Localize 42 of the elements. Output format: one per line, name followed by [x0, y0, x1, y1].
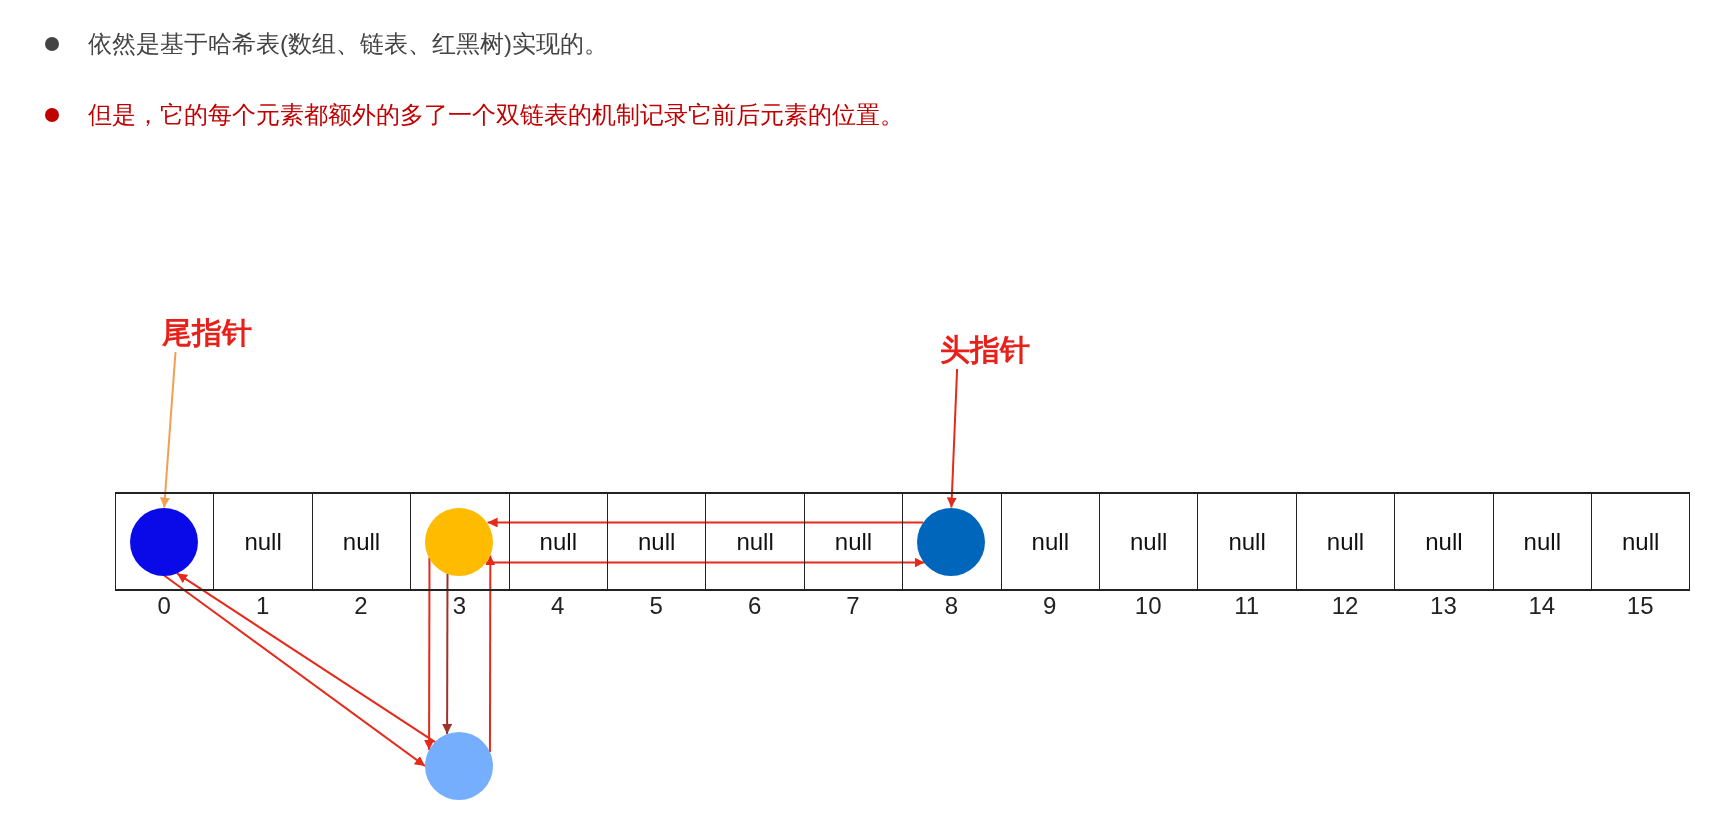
- array-cell: null: [1591, 492, 1691, 591]
- array-cell: null: [705, 492, 805, 591]
- arrow: [163, 574, 426, 767]
- array-cell: null: [508, 492, 608, 591]
- index-label: 7: [845, 592, 861, 620]
- array-cell: null: [1295, 492, 1396, 591]
- arrow: [486, 517, 925, 528]
- array-cell: null: [803, 492, 904, 591]
- arrow: [176, 572, 437, 744]
- array-cell: null: [1099, 492, 1199, 591]
- node-circle: [425, 732, 493, 800]
- bullet-text: 依然是基于哈希表(数组、链表、红黑树)实现的。: [88, 29, 608, 59]
- index-label: 15: [1625, 592, 1655, 620]
- index-label: 12: [1330, 592, 1360, 620]
- index-label: 0: [156, 592, 172, 620]
- index-label: 5: [648, 592, 664, 620]
- arrow: [485, 554, 496, 754]
- index-label: 9: [1042, 592, 1058, 620]
- index-label: 3: [451, 592, 468, 620]
- pointer-label: 尾指针: [162, 314, 252, 352]
- index-label: 14: [1527, 592, 1557, 620]
- arrow: [424, 556, 435, 751]
- index-label: 13: [1429, 592, 1458, 620]
- array-cell: null: [607, 492, 707, 591]
- index-label: 11: [1233, 592, 1261, 620]
- index-label: 4: [550, 592, 566, 620]
- array-cell: null: [213, 492, 313, 591]
- array-cell: null: [1492, 492, 1592, 591]
- pointer-label: 头指针: [940, 331, 1030, 369]
- bullet-text: 但是，它的每个元素都额外的多了一个双链表的机制记录它前后元素的位置。: [88, 100, 904, 130]
- index-label: 6: [746, 592, 763, 620]
- arrow: [442, 572, 453, 736]
- arrow: [946, 368, 959, 509]
- arrow: [159, 351, 177, 509]
- array-cell: null: [1197, 492, 1297, 591]
- index-label: 2: [353, 592, 369, 620]
- array-cell: null: [311, 492, 412, 591]
- index-label: 8: [943, 592, 960, 620]
- array-cell: null: [1394, 492, 1494, 591]
- index-label: 10: [1133, 592, 1163, 620]
- array-cell: null: [1000, 492, 1100, 591]
- index-label: 1: [254, 592, 271, 620]
